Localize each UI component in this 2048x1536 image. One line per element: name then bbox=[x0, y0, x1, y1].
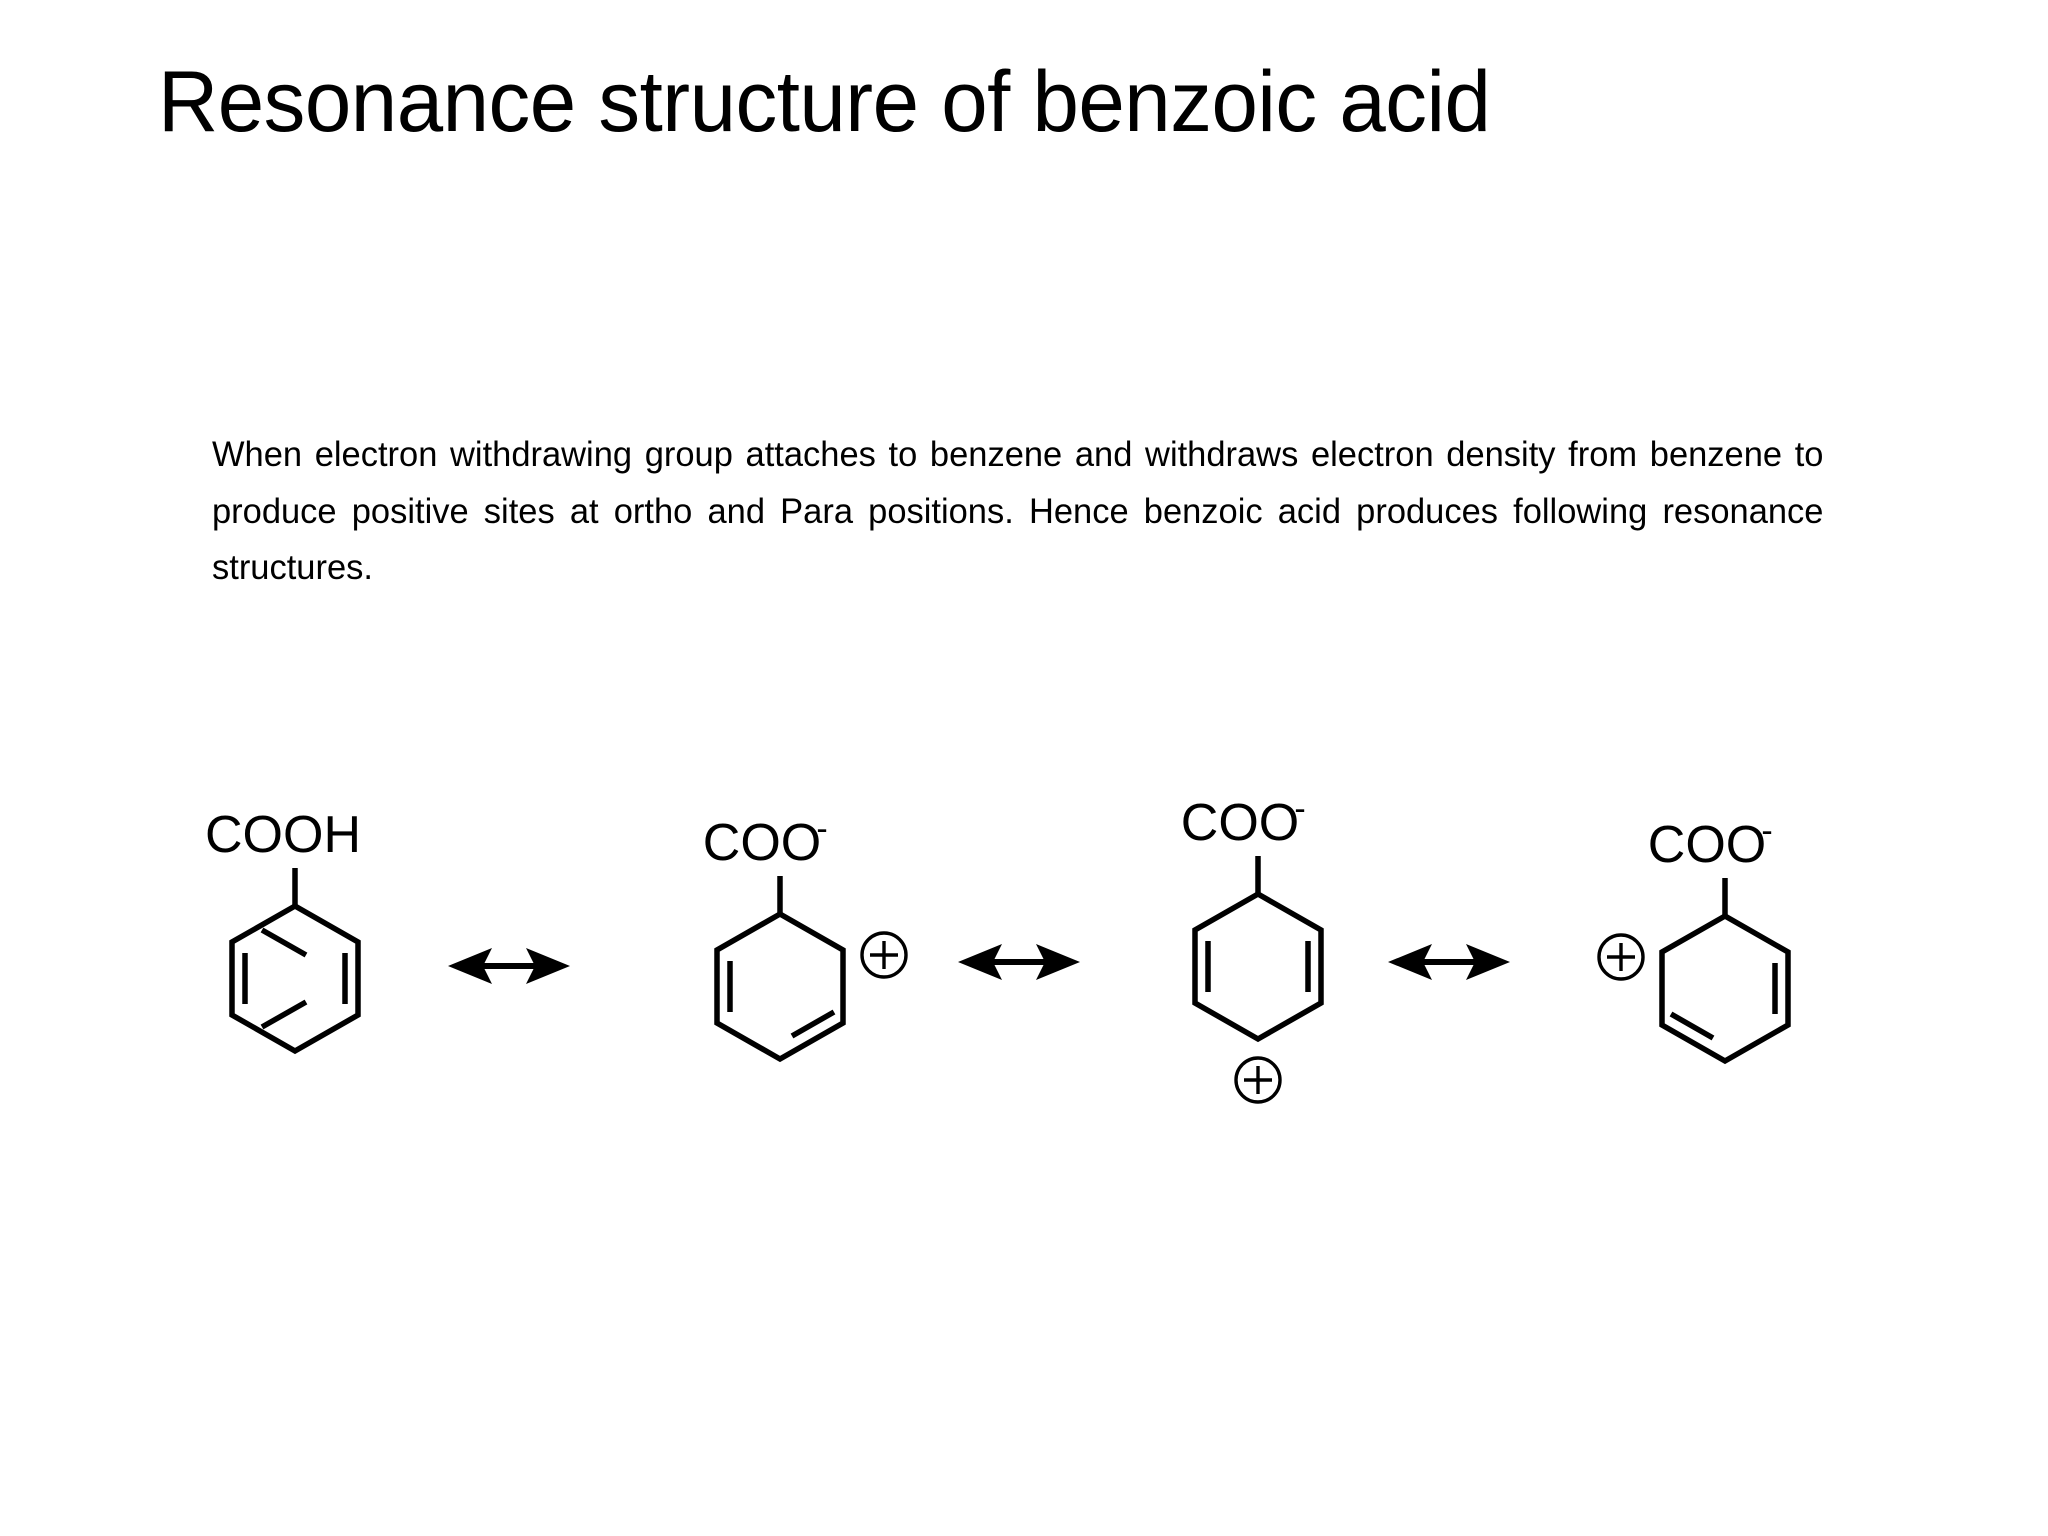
resonance-structures-diagram: COOH COO - bbox=[0, 790, 2048, 1150]
structure-1-double-bond-top bbox=[260, 927, 308, 958]
structure-4-ortho-left: COO - bbox=[1597, 812, 1791, 1065]
resonance-arrow-3 bbox=[1388, 944, 1510, 980]
structure-3-substituent-label: COO bbox=[1181, 794, 1299, 852]
resonance-arrow-2 bbox=[958, 944, 1080, 980]
structure-4-positive-charge bbox=[1597, 933, 1645, 981]
structure-2-substituent-charge: - bbox=[816, 810, 827, 848]
resonance-arrow-1-head-right bbox=[526, 948, 570, 984]
structure-2-ortho-right: COO - bbox=[703, 810, 908, 1063]
resonance-arrow-3-head-left bbox=[1388, 944, 1432, 980]
structure-1-benzoic-acid: COOH bbox=[205, 806, 361, 1055]
structure-1-ring bbox=[229, 902, 361, 1055]
structure-3-para: COO - bbox=[1181, 790, 1324, 1104]
resonance-arrow-3-head-right bbox=[1466, 944, 1510, 980]
resonance-arrow-1-head-left bbox=[448, 948, 492, 984]
structure-3-ring bbox=[1192, 890, 1324, 1043]
structure-4-ring bbox=[1659, 912, 1791, 1065]
structure-2-double-bond-lower-right bbox=[790, 1009, 836, 1039]
structure-4-double-bond-lower-left bbox=[1669, 1011, 1715, 1041]
structure-4-substituent-label: COO bbox=[1648, 816, 1766, 874]
structure-3-substituent-charge: - bbox=[1294, 790, 1305, 828]
structure-2-ring bbox=[714, 910, 846, 1063]
structure-1-substituent-label: COOH bbox=[205, 806, 361, 864]
structure-1-double-bond-upper bbox=[260, 999, 308, 1030]
resonance-arrow-1 bbox=[448, 948, 570, 984]
structure-3-positive-charge bbox=[1234, 1056, 1282, 1104]
structure-4-substituent-charge: - bbox=[1761, 812, 1772, 850]
resonance-arrow-2-head-right bbox=[1036, 944, 1080, 980]
resonance-arrow-2-head-left bbox=[958, 944, 1002, 980]
body-paragraph: When electron withdrawing group attaches… bbox=[212, 435, 1824, 588]
structure-2-positive-charge bbox=[860, 931, 908, 979]
page-title: Resonance structure of benzoic acid bbox=[158, 54, 1491, 150]
structure-2-substituent-label: COO bbox=[703, 814, 821, 872]
